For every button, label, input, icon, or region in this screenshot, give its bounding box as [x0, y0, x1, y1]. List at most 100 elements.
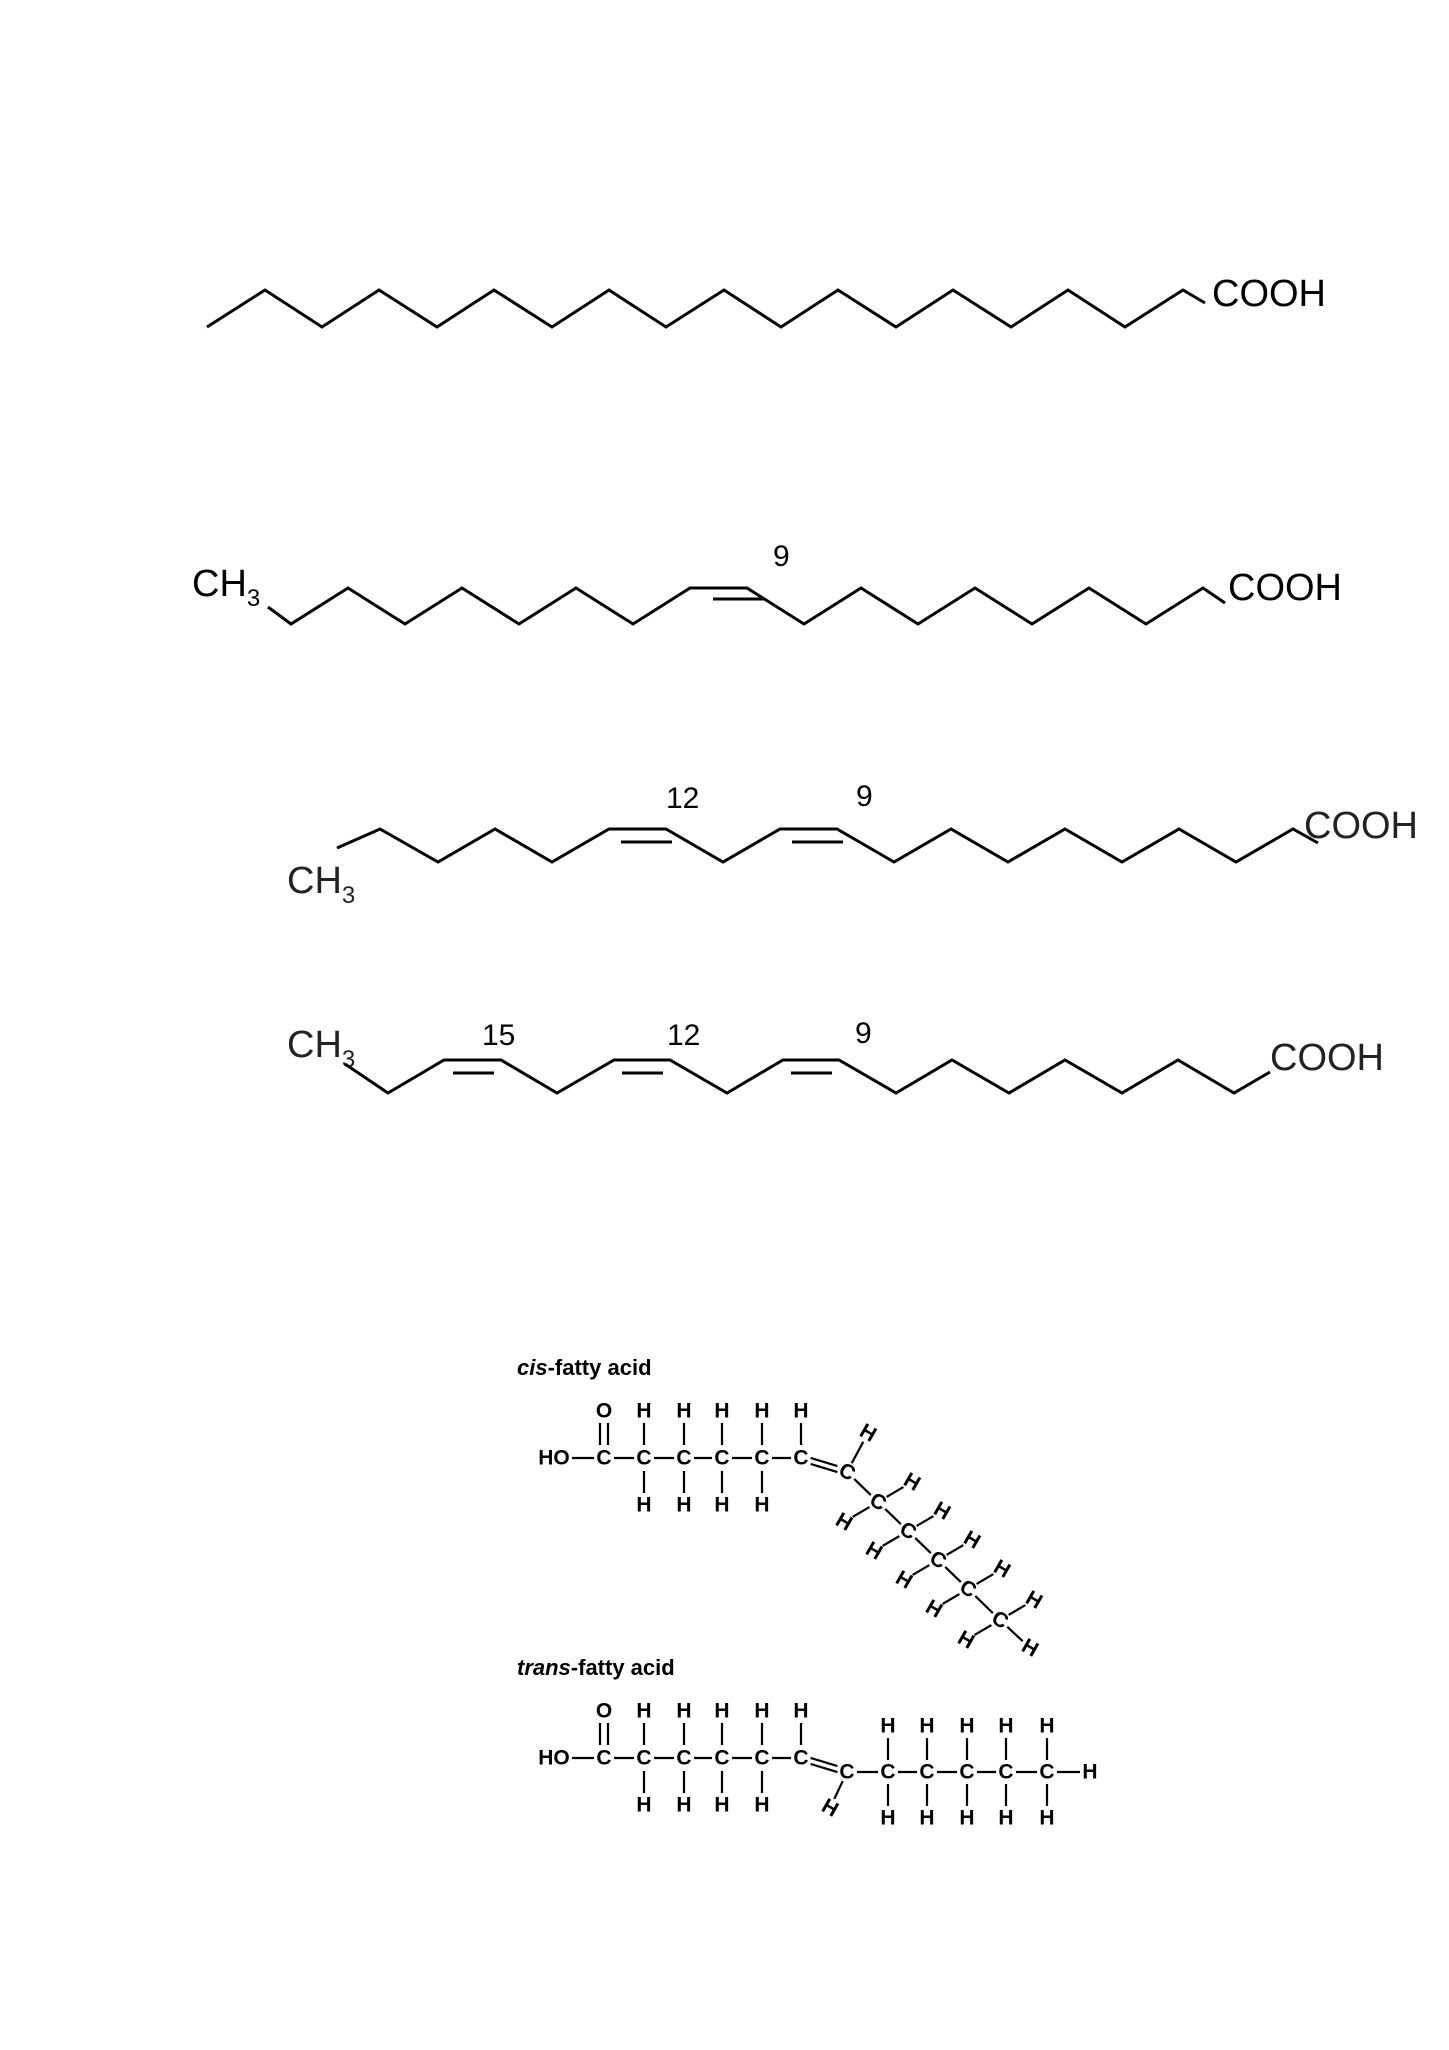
tail-hydrogen: H	[922, 1595, 947, 1623]
tail-hydrogen: H	[1022, 1586, 1047, 1614]
cooh-label-3: COOH	[1304, 805, 1418, 847]
tail-hydrogen: H	[959, 1807, 974, 1830]
chain-hydrogen: H	[676, 1794, 691, 1817]
monounsaturated-chain	[267, 586, 1226, 626]
position-9-label: 9	[856, 780, 873, 813]
tail-hydrogen: H	[880, 1715, 895, 1738]
tail-hydrogen: H	[1039, 1807, 1054, 1830]
ch3-label-3: CH3	[287, 860, 355, 909]
bond-line	[916, 1515, 934, 1527]
trans-caption: trans-fatty acid	[517, 1655, 675, 1680]
saturated-chain	[206, 288, 1206, 329]
tail-hydrogen: H	[959, 1715, 974, 1738]
bond-line	[810, 1462, 838, 1474]
chain-hydrogen: H	[714, 1700, 729, 1723]
bond-line	[833, 1780, 844, 1800]
diunsaturated-fatty-acid: CH3 12 9 COOH	[287, 780, 1418, 909]
vinyl-hydrogen: H	[818, 1794, 843, 1822]
tail-hydrogen: H	[1039, 1715, 1054, 1738]
triunsaturated-fatty-acid: CH3 15 12 9 COOH	[287, 1017, 1384, 1095]
chain-hydrogen: H	[754, 1494, 769, 1517]
position-15-label: 15	[482, 1019, 515, 1052]
tail-carbon: C	[919, 1761, 934, 1784]
chain-hydrogen: H	[676, 1494, 691, 1517]
monounsaturated-fatty-acid: CH3 9 COOH	[192, 540, 1342, 626]
chain-hydrogen: H	[714, 1400, 729, 1423]
chain-carbon: C	[676, 1747, 691, 1770]
chain-carbon: C	[714, 1747, 729, 1770]
bond-line	[1006, 1626, 1024, 1642]
carbonyl-carbon: C	[596, 1747, 611, 1770]
position-12-label: 12	[666, 782, 699, 815]
carbonyl-oxygen: O	[596, 1700, 612, 1723]
chain-hydrogen: H	[793, 1400, 808, 1423]
hydroxyl-label: HO	[538, 1747, 570, 1770]
bond-line	[976, 1573, 994, 1585]
chain-carbon: C	[793, 1447, 808, 1470]
tail-carbon: C	[880, 1761, 895, 1784]
bond-line	[1008, 1604, 1026, 1616]
cooh-label-4: COOH	[1270, 1037, 1384, 1079]
chain-carbon: C	[676, 1447, 691, 1470]
vinyl-hydrogen: H	[856, 1419, 881, 1447]
tail-hydrogen: H	[862, 1537, 887, 1565]
chain-carbon: C	[793, 1747, 808, 1770]
diunsaturated-chain	[336, 827, 1319, 864]
bond-line	[882, 1535, 900, 1547]
chain-hydrogen: H	[636, 1494, 651, 1517]
bond-line	[850, 1441, 865, 1464]
bond-line	[852, 1506, 870, 1518]
terminal-hydrogen: H	[1082, 1761, 1097, 1784]
position-12-label: 12	[667, 1019, 700, 1052]
tail-hydrogen: H	[832, 1508, 857, 1536]
bond-line	[942, 1593, 960, 1605]
bond-line	[914, 1537, 932, 1554]
tail-hydrogen: H	[954, 1626, 979, 1654]
bond-line	[974, 1595, 994, 1614]
tail-carbon: C	[1039, 1761, 1054, 1784]
chain-carbon: C	[754, 1747, 769, 1770]
chain-hydrogen: H	[754, 1400, 769, 1423]
hydroxyl-label: HO	[538, 1447, 570, 1470]
tail-hydrogen: H	[900, 1468, 925, 1496]
chain-carbon: C	[714, 1447, 729, 1470]
tail-hydrogen: H	[998, 1715, 1013, 1738]
tail-hydrogen: H	[990, 1555, 1015, 1583]
bond-line	[810, 1456, 838, 1468]
chain-hydrogen: H	[636, 1794, 651, 1817]
tail-hydrogen: H	[919, 1715, 934, 1738]
vinyl-carbon: C	[839, 1761, 854, 1784]
bond-line	[886, 1486, 904, 1498]
tail-hydrogen: H	[930, 1497, 955, 1525]
carbonyl-oxygen: O	[596, 1400, 612, 1423]
cooh-label-1: COOH	[1212, 273, 1326, 315]
tail-carbon: C	[998, 1761, 1013, 1784]
ch3-label-4: CH3	[287, 1024, 355, 1073]
bond-line	[853, 1478, 872, 1496]
bond-line	[946, 1544, 964, 1556]
cis-caption: cis-fatty acid	[517, 1355, 652, 1380]
terminal-hydrogen: H	[1018, 1634, 1043, 1662]
chain-hydrogen: H	[714, 1794, 729, 1817]
cooh-label-2: COOH	[1228, 567, 1342, 609]
chain-carbon: C	[636, 1447, 651, 1470]
chain-hydrogen: H	[676, 1700, 691, 1723]
saturated-fatty-acid: COOH	[206, 273, 1326, 329]
chain-hydrogen: H	[714, 1494, 729, 1517]
bond-line	[810, 1762, 838, 1774]
triunsaturated-chain	[344, 1058, 1271, 1095]
tail-hydrogen: H	[892, 1566, 917, 1594]
tail-hydrogen: H	[960, 1526, 985, 1554]
bond-line	[810, 1756, 838, 1768]
position-9-label: 9	[773, 540, 790, 573]
bond-line	[884, 1508, 902, 1525]
chain-hydrogen: H	[754, 1700, 769, 1723]
tail-carbon: C	[959, 1761, 974, 1784]
